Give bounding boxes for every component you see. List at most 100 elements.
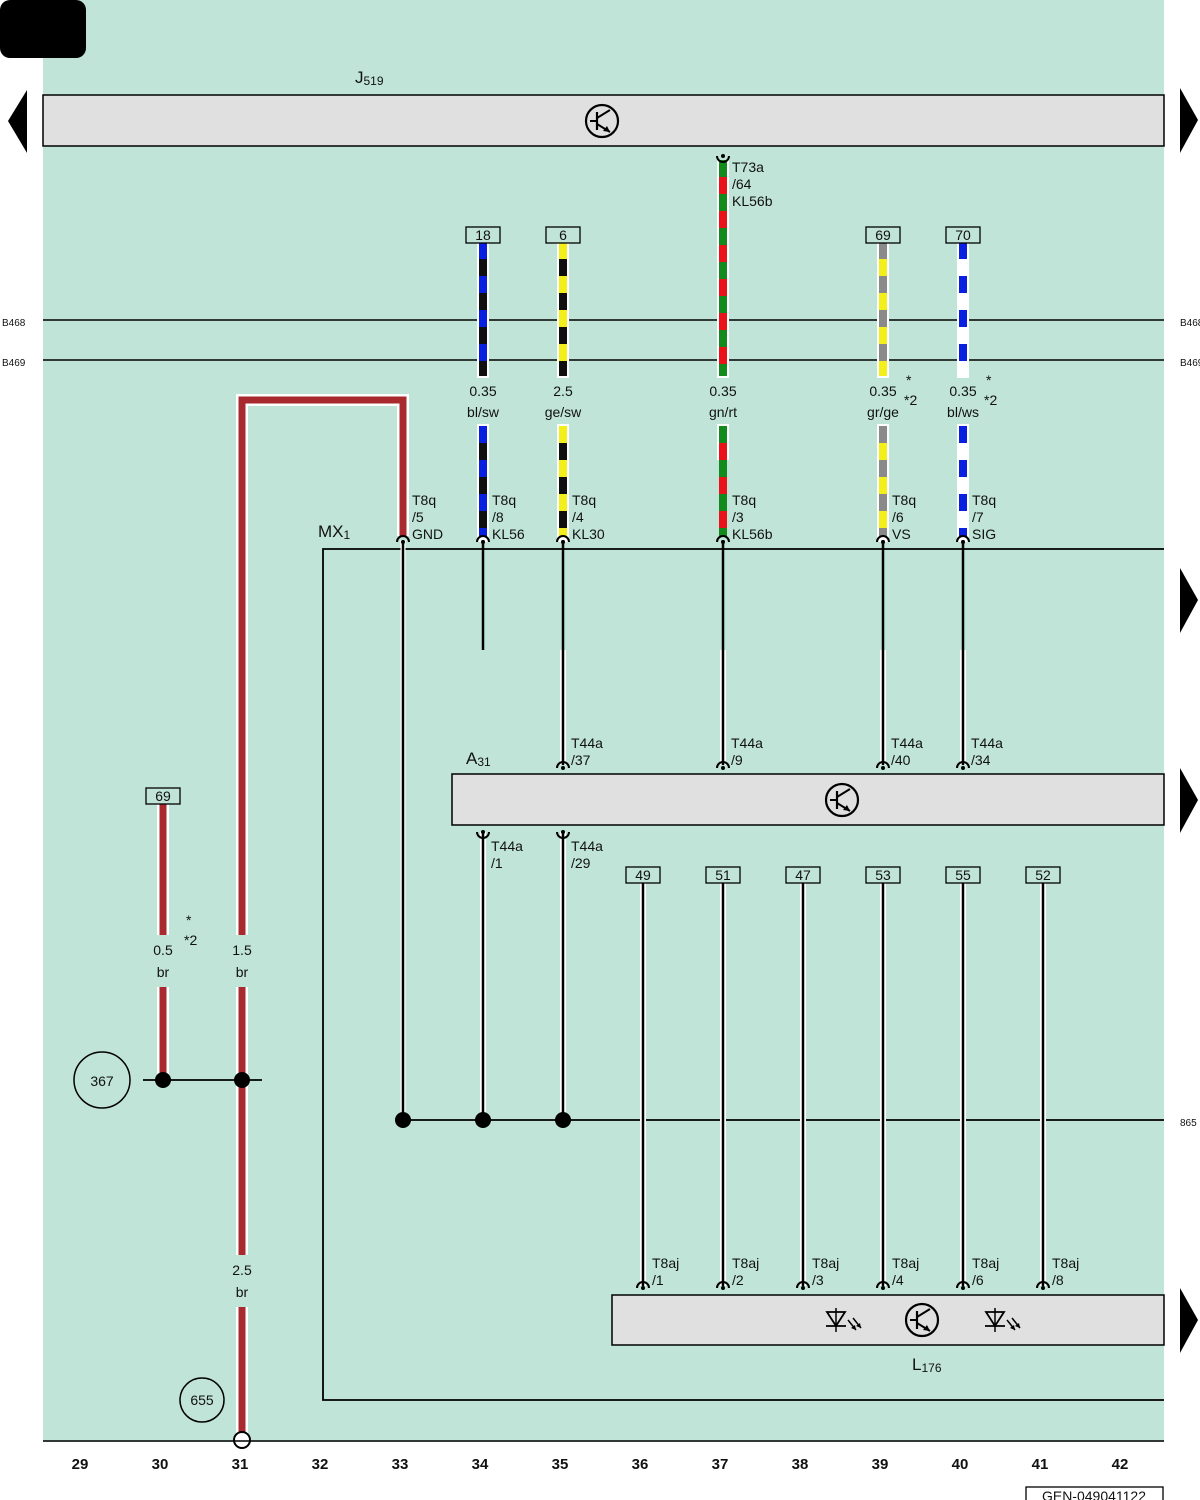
ground-point[interactable] xyxy=(233,1431,251,1449)
junction-dot xyxy=(395,1112,411,1128)
right-arrow-icon[interactable] xyxy=(1180,1288,1198,1353)
wire-note: * xyxy=(906,372,912,388)
func-label: VS xyxy=(892,526,911,542)
conn-label: T44a xyxy=(731,735,763,751)
connector-terminal xyxy=(956,535,970,543)
wire-box-label: 47 xyxy=(795,867,811,883)
wire-color: br xyxy=(157,964,170,980)
conn-label: T8q xyxy=(892,492,916,508)
ground-655-circle[interactable] xyxy=(179,1377,225,1423)
connector-terminal xyxy=(721,154,725,158)
wire-color: gn/rt xyxy=(709,404,737,420)
right-arrow-icon[interactable] xyxy=(1180,768,1198,833)
connector-terminal xyxy=(401,540,405,544)
axis-number: 34 xyxy=(472,1456,489,1473)
connector-terminal xyxy=(561,766,565,770)
bus-label: 865 xyxy=(1180,1118,1197,1129)
wire-box-label: 55 xyxy=(955,867,971,883)
pin-label: /2 xyxy=(732,1272,744,1288)
wire-color: bl/sw xyxy=(467,404,500,420)
conn-label: T8aj xyxy=(1052,1255,1079,1271)
wire-box-label: 69 xyxy=(155,788,171,804)
axis-number: 42 xyxy=(1112,1456,1129,1473)
transistor-icon xyxy=(584,103,620,139)
axis-number: 31 xyxy=(232,1456,249,1473)
connector-terminal xyxy=(1036,1281,1050,1289)
label-a31: A31 xyxy=(466,749,491,769)
bus-label: B469 xyxy=(2,358,26,369)
a31-input-wires xyxy=(560,540,966,765)
wire-color: bl/ws xyxy=(947,404,979,420)
junction-dot xyxy=(234,1072,250,1088)
pin-label: /3 xyxy=(732,509,744,525)
connector-terminal xyxy=(556,761,570,769)
right-arrow-icon[interactable] xyxy=(1180,88,1198,153)
pin-label: /1 xyxy=(491,855,503,871)
axis-number: 36 xyxy=(632,1456,649,1473)
func-label: KL56b xyxy=(732,526,773,542)
component-a31 xyxy=(451,773,1165,826)
terminals xyxy=(396,154,1050,1290)
wire-box-label: 51 xyxy=(715,867,731,883)
pin-label: /29 xyxy=(571,855,591,871)
wire-box-label: 52 xyxy=(1035,867,1051,883)
connector-terminal xyxy=(876,1281,890,1289)
splice-367-circle[interactable] xyxy=(73,1051,131,1109)
conn-label: T44a xyxy=(971,735,1003,751)
led-icon xyxy=(984,1308,1021,1332)
axis-number: 30 xyxy=(152,1456,169,1473)
component-l176 xyxy=(611,1294,1165,1346)
connector-terminal xyxy=(956,761,970,769)
conn-label: T8q xyxy=(492,492,516,508)
wire-note: *2 xyxy=(904,392,917,408)
axis-number: 41 xyxy=(1032,1456,1049,1473)
left-arrow-icon[interactable] xyxy=(8,90,27,153)
component-j519 xyxy=(42,94,1165,147)
wire-note: * xyxy=(986,372,992,388)
pin-label: /40 xyxy=(891,752,911,768)
conn-label: T44a xyxy=(571,838,603,854)
connector-terminal xyxy=(476,831,490,839)
junction-dot xyxy=(475,1112,491,1128)
pin-label: /64 xyxy=(732,176,752,192)
connector-terminal xyxy=(876,535,890,543)
right-arrow-icon[interactable] xyxy=(1180,568,1198,633)
pin-label: /5 xyxy=(412,509,424,525)
diagram-background xyxy=(43,0,1164,1442)
ground-655-label: 655 xyxy=(190,1392,214,1408)
page-tab[interactable] xyxy=(0,0,86,58)
axis-number: 37 xyxy=(712,1456,729,1473)
label-l176: L176 xyxy=(912,1355,942,1375)
conn-label: T8aj xyxy=(892,1255,919,1271)
wire-size: 0.35 xyxy=(949,383,976,399)
label-mx1: MX1 xyxy=(318,522,351,542)
bus-label: B468 xyxy=(2,318,26,329)
connector-terminal xyxy=(396,535,410,543)
pin-label: /37 xyxy=(571,752,591,768)
wire-box-label: 70 xyxy=(955,227,971,243)
connector-terminal xyxy=(716,155,730,163)
pin-label: /6 xyxy=(972,1272,984,1288)
conn-label: T44a xyxy=(571,735,603,751)
axis-number: 38 xyxy=(792,1456,809,1473)
axis-number: 40 xyxy=(952,1456,969,1473)
func-label: KL30 xyxy=(572,526,605,542)
connector-terminal xyxy=(881,766,885,770)
connector-terminal xyxy=(961,1286,965,1290)
wire-br-1-5[interactable] xyxy=(238,396,407,1440)
wire-size: 1.5 xyxy=(232,942,252,958)
transistor-icon xyxy=(904,1302,940,1338)
doc-code-box xyxy=(1025,1486,1164,1500)
wire-color: br xyxy=(236,1284,249,1300)
